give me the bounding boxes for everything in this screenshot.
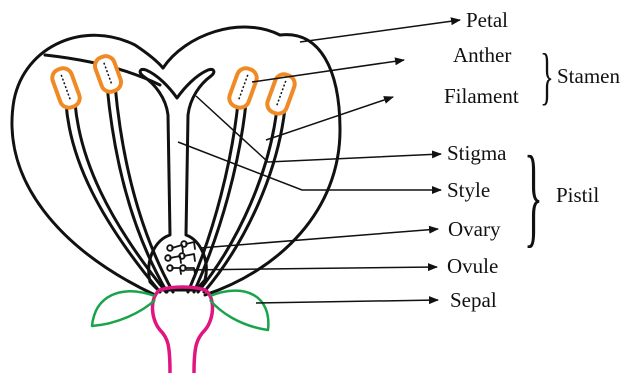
stamen-brace: } <box>540 44 554 108</box>
ovules <box>165 241 195 274</box>
petal-pointer <box>300 20 460 42</box>
style-pointer <box>178 142 441 190</box>
anthers <box>50 54 297 117</box>
sepal-label: Sepal <box>450 290 497 311</box>
stigma-label: Stigma <box>447 143 507 164</box>
stamen-label: Stamen <box>557 66 620 87</box>
style-label: Style <box>447 180 490 201</box>
sepal-pointer <box>256 300 438 303</box>
ovule-label: Ovule <box>447 256 498 277</box>
pistil-label: Pistil <box>556 185 599 206</box>
pistil-brace: } <box>524 140 543 252</box>
petal-label: Petal <box>466 10 508 31</box>
filament-label: Filament <box>444 86 519 107</box>
sepals <box>92 291 268 330</box>
receptacle <box>153 287 213 373</box>
anther-label: Anther <box>453 45 511 66</box>
ovary-label: Ovary <box>448 219 500 240</box>
